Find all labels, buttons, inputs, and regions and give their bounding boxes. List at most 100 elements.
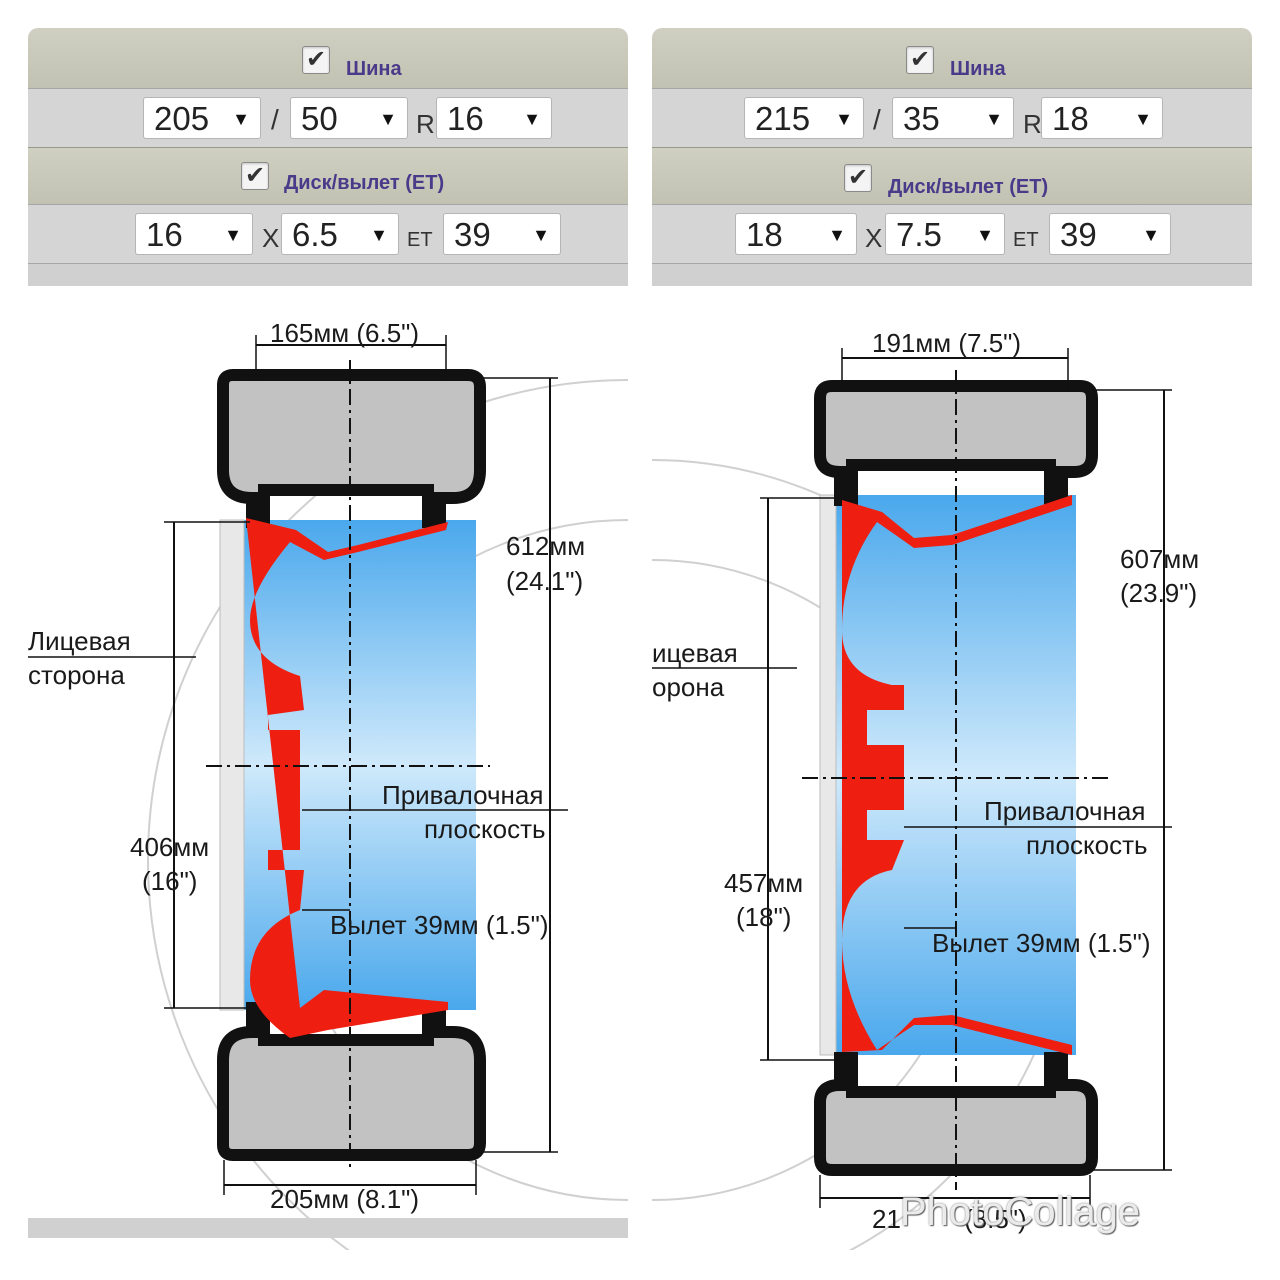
tire-rim-select[interactable]: 16 ▼ [436, 97, 552, 139]
tire-header: ✔ Шина [28, 28, 628, 88]
tire-top-section [217, 369, 486, 528]
dim-bottom-tail-label: (8.5") [964, 1204, 1027, 1234]
mount-label-line1: Привалочная [984, 796, 1145, 826]
dim-rim-inch-label: (16") [142, 866, 197, 896]
left-wheel-svg: 165мм (6.5") 205мм (8.1") 612мм (24.1") … [28, 318, 1109, 1280]
rim-et-select[interactable]: 39 ▼ [1049, 213, 1171, 255]
tire-rim-value: 18 [1052, 100, 1089, 137]
tire-width-select[interactable]: 215 ▼ [744, 97, 864, 139]
dropdown-arrow-icon: ▼ [532, 225, 550, 245]
tire-width-value: 215 [755, 100, 811, 137]
face-label-line1: Лицевая [28, 626, 131, 656]
mount-label-line2: плоскость [1026, 830, 1148, 860]
rim-diameter-value: 16 [146, 216, 183, 253]
left-wheel-diagram: 165мм (6.5") 205мм (8.1") 612мм (24.1") … [28, 290, 1109, 1280]
dropdown-arrow-icon: ▼ [1134, 109, 1152, 129]
rim-checkbox[interactable]: ✔ [844, 164, 872, 192]
rim-diameter-select[interactable]: 16▼ [135, 213, 253, 255]
checkbox-checked-icon: ✔ [305, 46, 327, 73]
tire-header: ✔ Шина [652, 28, 1252, 88]
dim-outer-label: 612мм [506, 531, 585, 561]
rim-row: 16▼ X 6.5 ▼ ЕТ 39 ▼ [28, 204, 628, 263]
dropdown-arrow-icon: ▼ [835, 109, 853, 129]
rim-header: ✔ Диск/вылет (ЕТ) [652, 147, 1252, 204]
tire-profile-select[interactable]: 35 ▼ [892, 97, 1014, 139]
tire-width-select[interactable]: 205 ▼ [143, 97, 261, 139]
tire-caption: Шина [346, 58, 402, 80]
rim-header: ✔ Диск/вылет (ЕТ) [28, 147, 628, 204]
checkbox-checked-icon: ✔ [244, 162, 266, 189]
tire-rim-select[interactable]: 18 ▼ [1041, 97, 1163, 139]
offset-label: Вылет 39мм (1.5") [330, 910, 549, 940]
x-separator: X [262, 223, 280, 253]
dim-outer-inch-label: (24.1") [506, 566, 583, 596]
panel-footer [652, 263, 1252, 286]
rim-width-value: 6.5 [292, 216, 338, 253]
rim-row: 18 ▼ X 7.5 ▼ ЕТ 39 ▼ [652, 204, 1252, 263]
dropdown-arrow-icon: ▼ [370, 225, 388, 245]
face-label-line2: сторона [28, 660, 125, 690]
slash-separator: / [271, 104, 279, 135]
dim-rim-inch-label: (18") [736, 902, 791, 932]
tire-row: 205 ▼ / 50 ▼ R 16 ▼ [28, 88, 628, 147]
tire-rim-value: 16 [447, 100, 484, 137]
rim-et-value: 39 [1060, 216, 1097, 253]
tire-profile-value: 35 [903, 100, 940, 137]
face-label-line1: ицевая [652, 638, 738, 668]
x-separator: X [865, 223, 883, 253]
tire-bottom-section [814, 1052, 1098, 1176]
dim-bottom-label: 205мм (8.1") [270, 1184, 419, 1214]
dropdown-arrow-icon: ▼ [379, 109, 397, 129]
dropdown-arrow-icon: ▼ [1142, 225, 1160, 245]
tire-checkbox[interactable]: ✔ [906, 46, 934, 74]
tire-checkbox[interactable]: ✔ [302, 46, 330, 74]
wheel-disc-profile [246, 518, 448, 1038]
rim-et-select[interactable]: 39 ▼ [443, 213, 561, 255]
dim-top-label: 165мм (6.5") [270, 318, 419, 348]
photocollage-watermark: PhotoCollage [900, 1190, 1141, 1234]
rim-diameter-value: 18 [746, 216, 783, 253]
dim-rim-label: 457мм [724, 868, 803, 898]
et-separator: ЕТ [1013, 229, 1039, 251]
right-calculator-panel: ✔ Шина 215 ▼ / 35 ▼ R 18 ▼ ✔ Диск/вылет (ЕТ… [652, 28, 1252, 286]
r-separator: R [416, 109, 435, 139]
panel-footer [28, 263, 628, 286]
dropdown-arrow-icon: ▼ [976, 225, 994, 245]
tire-width-value: 205 [154, 100, 210, 137]
mount-label-line1: Привалочная [382, 780, 543, 810]
tire-profile-select[interactable]: 50 ▼ [290, 97, 408, 139]
left-calculator-panel: ✔ Шина 205 ▼ / 50 ▼ R 16 ▼ ✔ Диск/вылет (ЕТ… [28, 28, 628, 286]
rim-et-value: 39 [454, 216, 491, 253]
rim-width-select[interactable]: 7.5 ▼ [885, 213, 1005, 255]
rim-diameter-select[interactable]: 18 ▼ [735, 213, 857, 255]
slash-separator: / [873, 104, 881, 135]
dim-outer-label: 607мм [1120, 544, 1199, 574]
rim-width-value: 7.5 [896, 216, 942, 253]
wheel-disc-profile [842, 495, 1072, 1055]
right-wheel-diagram: 191мм (7.5") 21 (8.5") 607мм (23.9") 457… [231, 290, 1252, 1280]
tire-bottom-section [217, 1002, 486, 1161]
rim-caption: Диск/вылет (ЕТ) [284, 172, 445, 194]
dim-outer-inch-label: (23.9") [1120, 578, 1197, 608]
mount-label-line2: плоскость [424, 814, 546, 844]
dropdown-arrow-icon: ▼ [523, 109, 541, 129]
dropdown-arrow-icon: ▼ [828, 225, 846, 245]
face-label-line2: орона [652, 672, 725, 702]
left-bottom-bar [28, 1218, 628, 1238]
r-separator: R [1023, 109, 1042, 139]
dropdown-arrow-icon: ▼ [232, 109, 250, 129]
dim-rim-label: 406мм [130, 832, 209, 862]
et-separator: ЕТ [407, 229, 433, 251]
tire-row: 215 ▼ / 35 ▼ R 18 ▼ [652, 88, 1252, 147]
rim-width-select[interactable]: 6.5 ▼ [281, 213, 399, 255]
dropdown-arrow-icon: ▼ [985, 109, 1003, 129]
checkbox-checked-icon: ✔ [909, 46, 931, 73]
offset-label: Вылет 39мм (1.5") [932, 928, 1151, 958]
tire-profile-value: 50 [301, 100, 338, 137]
dim-bottom-label: 21 [872, 1204, 901, 1234]
tire-caption: Шина [950, 58, 1006, 80]
rim-caption: Диск/вылет (ЕТ) [888, 176, 1049, 198]
rim-checkbox[interactable]: ✔ [241, 162, 269, 190]
checkbox-checked-icon: ✔ [847, 164, 869, 191]
rim-edge [819, 494, 837, 1056]
